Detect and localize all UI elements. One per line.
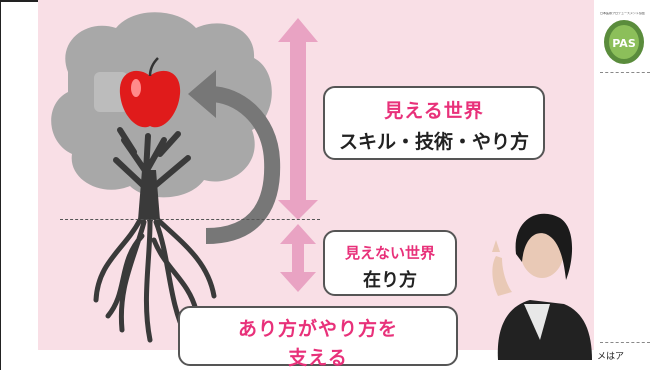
side-note-text: メはア <box>597 352 625 362</box>
roots-icon <box>93 217 217 343</box>
curved-arrow-icon <box>188 70 281 244</box>
logo-text: PAS <box>612 37 636 50</box>
invisible-world-callout: 見えない世界 在り方 <box>323 230 457 296</box>
visible-world-callout: 見える世界 スキル・技術・やり方 <box>323 86 545 160</box>
tree-illustration <box>51 12 318 343</box>
logo-caption: 日本医療プロデュースメント協会 <box>600 12 645 15</box>
message-line-2: 支える <box>288 347 348 369</box>
visible-world-title: 見える世界 <box>384 100 484 122</box>
separator-top <box>600 72 650 73</box>
invisible-world-title: 見えない世界 <box>344 244 435 262</box>
separator-bottom <box>600 342 650 343</box>
invisible-world-subtitle: 在り方 <box>363 270 417 291</box>
divider-line <box>60 219 320 220</box>
logo-emblem: PAS <box>604 20 644 64</box>
message-callout: あり方がやり方を 支える <box>178 306 458 369</box>
message-line-1: あり方がやり方を <box>237 318 398 340</box>
apple-icon <box>119 57 181 128</box>
visible-world-subtitle: スキル・技術・やり方 <box>338 131 529 153</box>
slide-canvas <box>38 0 594 350</box>
vertical-arrow-icon <box>278 18 318 292</box>
person-pointing-image <box>492 213 592 360</box>
